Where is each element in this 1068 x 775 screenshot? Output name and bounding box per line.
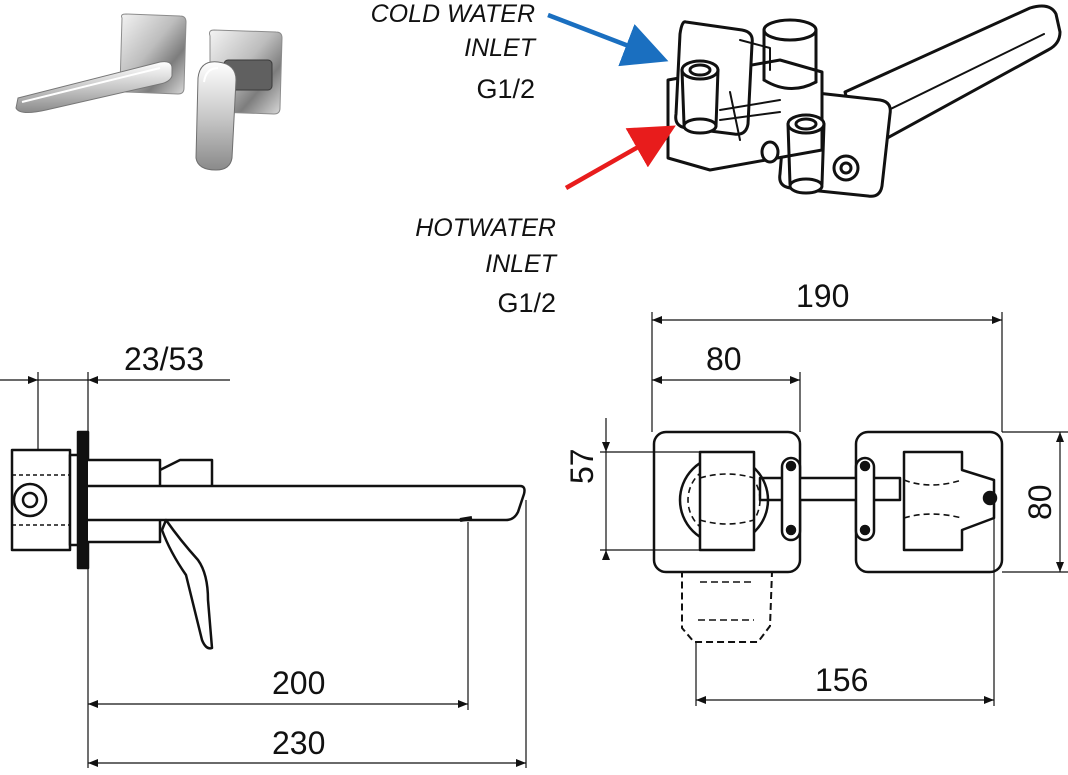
cold-inlet-label-line2: INLET bbox=[464, 34, 535, 62]
dim-front-plate-height: 80 bbox=[1022, 484, 1058, 520]
dim-front-plate-width: 80 bbox=[706, 341, 742, 377]
cold-inlet-label-line1: COLD WATER bbox=[370, 0, 535, 28]
dim-side-overall: 230 bbox=[272, 725, 326, 761]
dim-side-flange: 23/53 bbox=[124, 341, 205, 377]
front-elevation-view bbox=[600, 312, 1068, 706]
hot-inlet-arrow bbox=[564, 125, 676, 190]
cold-inlet-thread: G1/2 bbox=[476, 74, 535, 104]
hot-inlet-label-line1: HOTWATER bbox=[415, 214, 556, 242]
dim-front-bottom-span: 156 bbox=[815, 662, 869, 698]
side-elevation-view bbox=[0, 372, 527, 768]
faucet-photo-icon bbox=[15, 13, 283, 171]
dim-side-spout-projection: 200 bbox=[272, 665, 326, 701]
dim-front-overall-width: 190 bbox=[796, 278, 850, 314]
cold-inlet-arrow bbox=[547, 12, 669, 67]
hot-inlet-thread: G1/2 bbox=[497, 288, 556, 318]
mixer-body-isometric-icon bbox=[666, 4, 1062, 198]
dim-front-inner-height: 57 bbox=[564, 448, 600, 484]
hot-inlet-label-line2: INLET bbox=[485, 250, 556, 278]
